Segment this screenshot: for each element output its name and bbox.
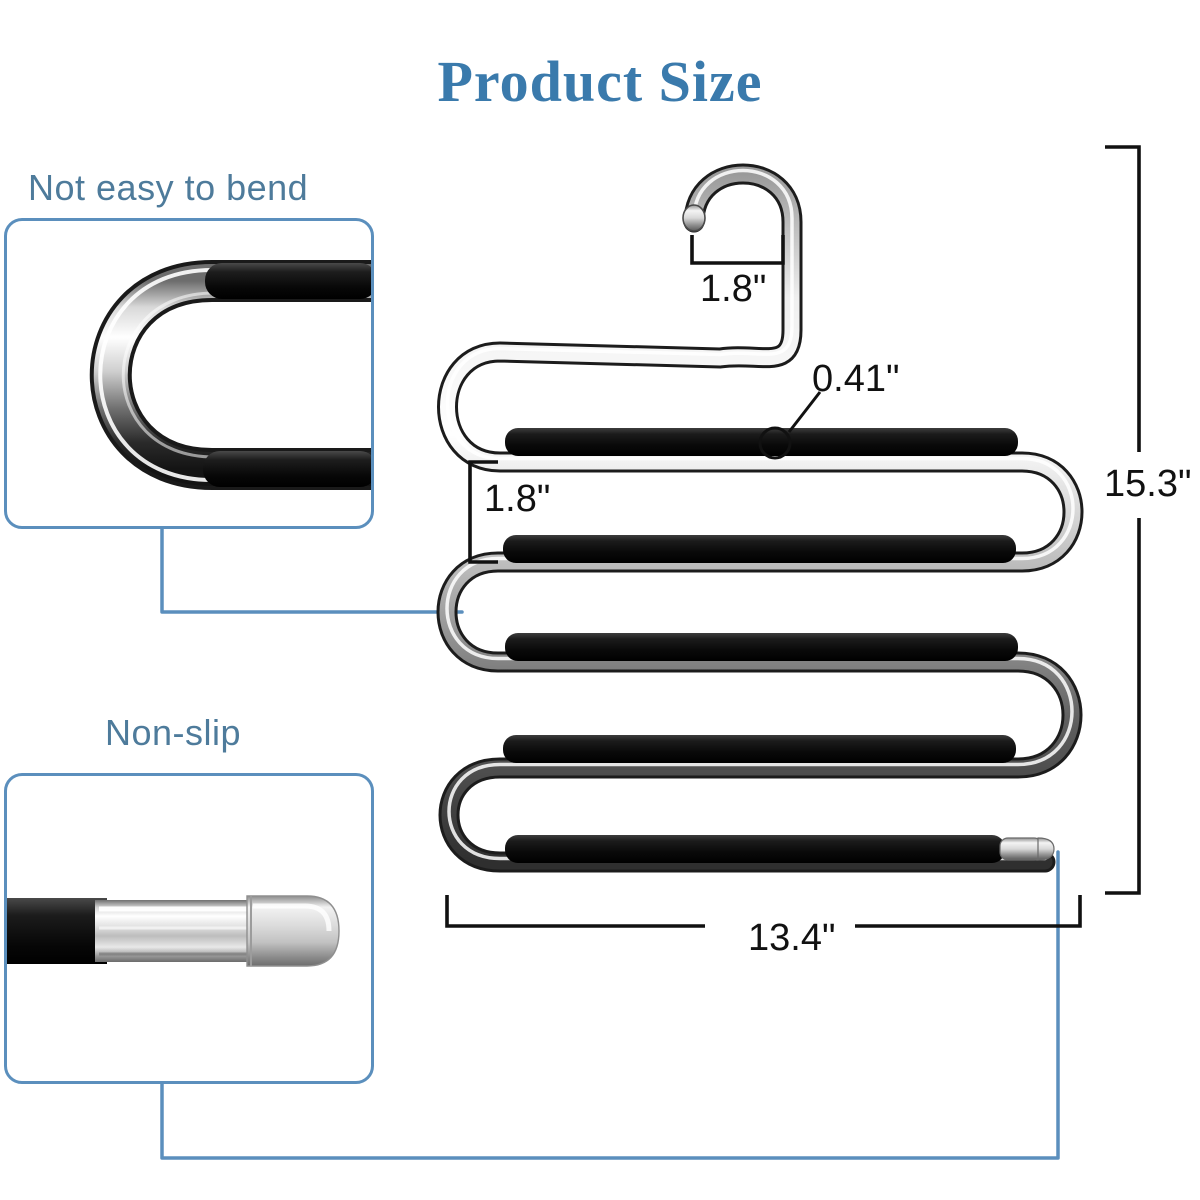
dimension-tube-thickness: 0.41" [812,358,900,400]
inset-not-easy-to-bend [4,218,374,529]
callout-label-not-easy-to-bend: Not easy to bend [28,167,309,208]
inset-non-slip [4,773,374,1084]
dimension-total-width: 13.4" [748,917,836,959]
page-title: Product Size [437,49,763,114]
dimension-brackets [445,145,1141,928]
thickness-marker [758,391,822,460]
callout-label-non-slip: Non-slip [105,712,242,753]
u-bend-tube-photo-icon [89,260,371,490]
end-cap [999,837,1055,861]
dimension-tier-gap: 1.8" [484,478,551,520]
foam-sleeves [503,428,1018,863]
dimension-hook-opening: 1.8" [700,268,767,310]
tube-end-cap-photo-icon [7,895,340,967]
dimension-total-height: 15.3" [1104,463,1192,505]
hook-tip [682,204,706,232]
